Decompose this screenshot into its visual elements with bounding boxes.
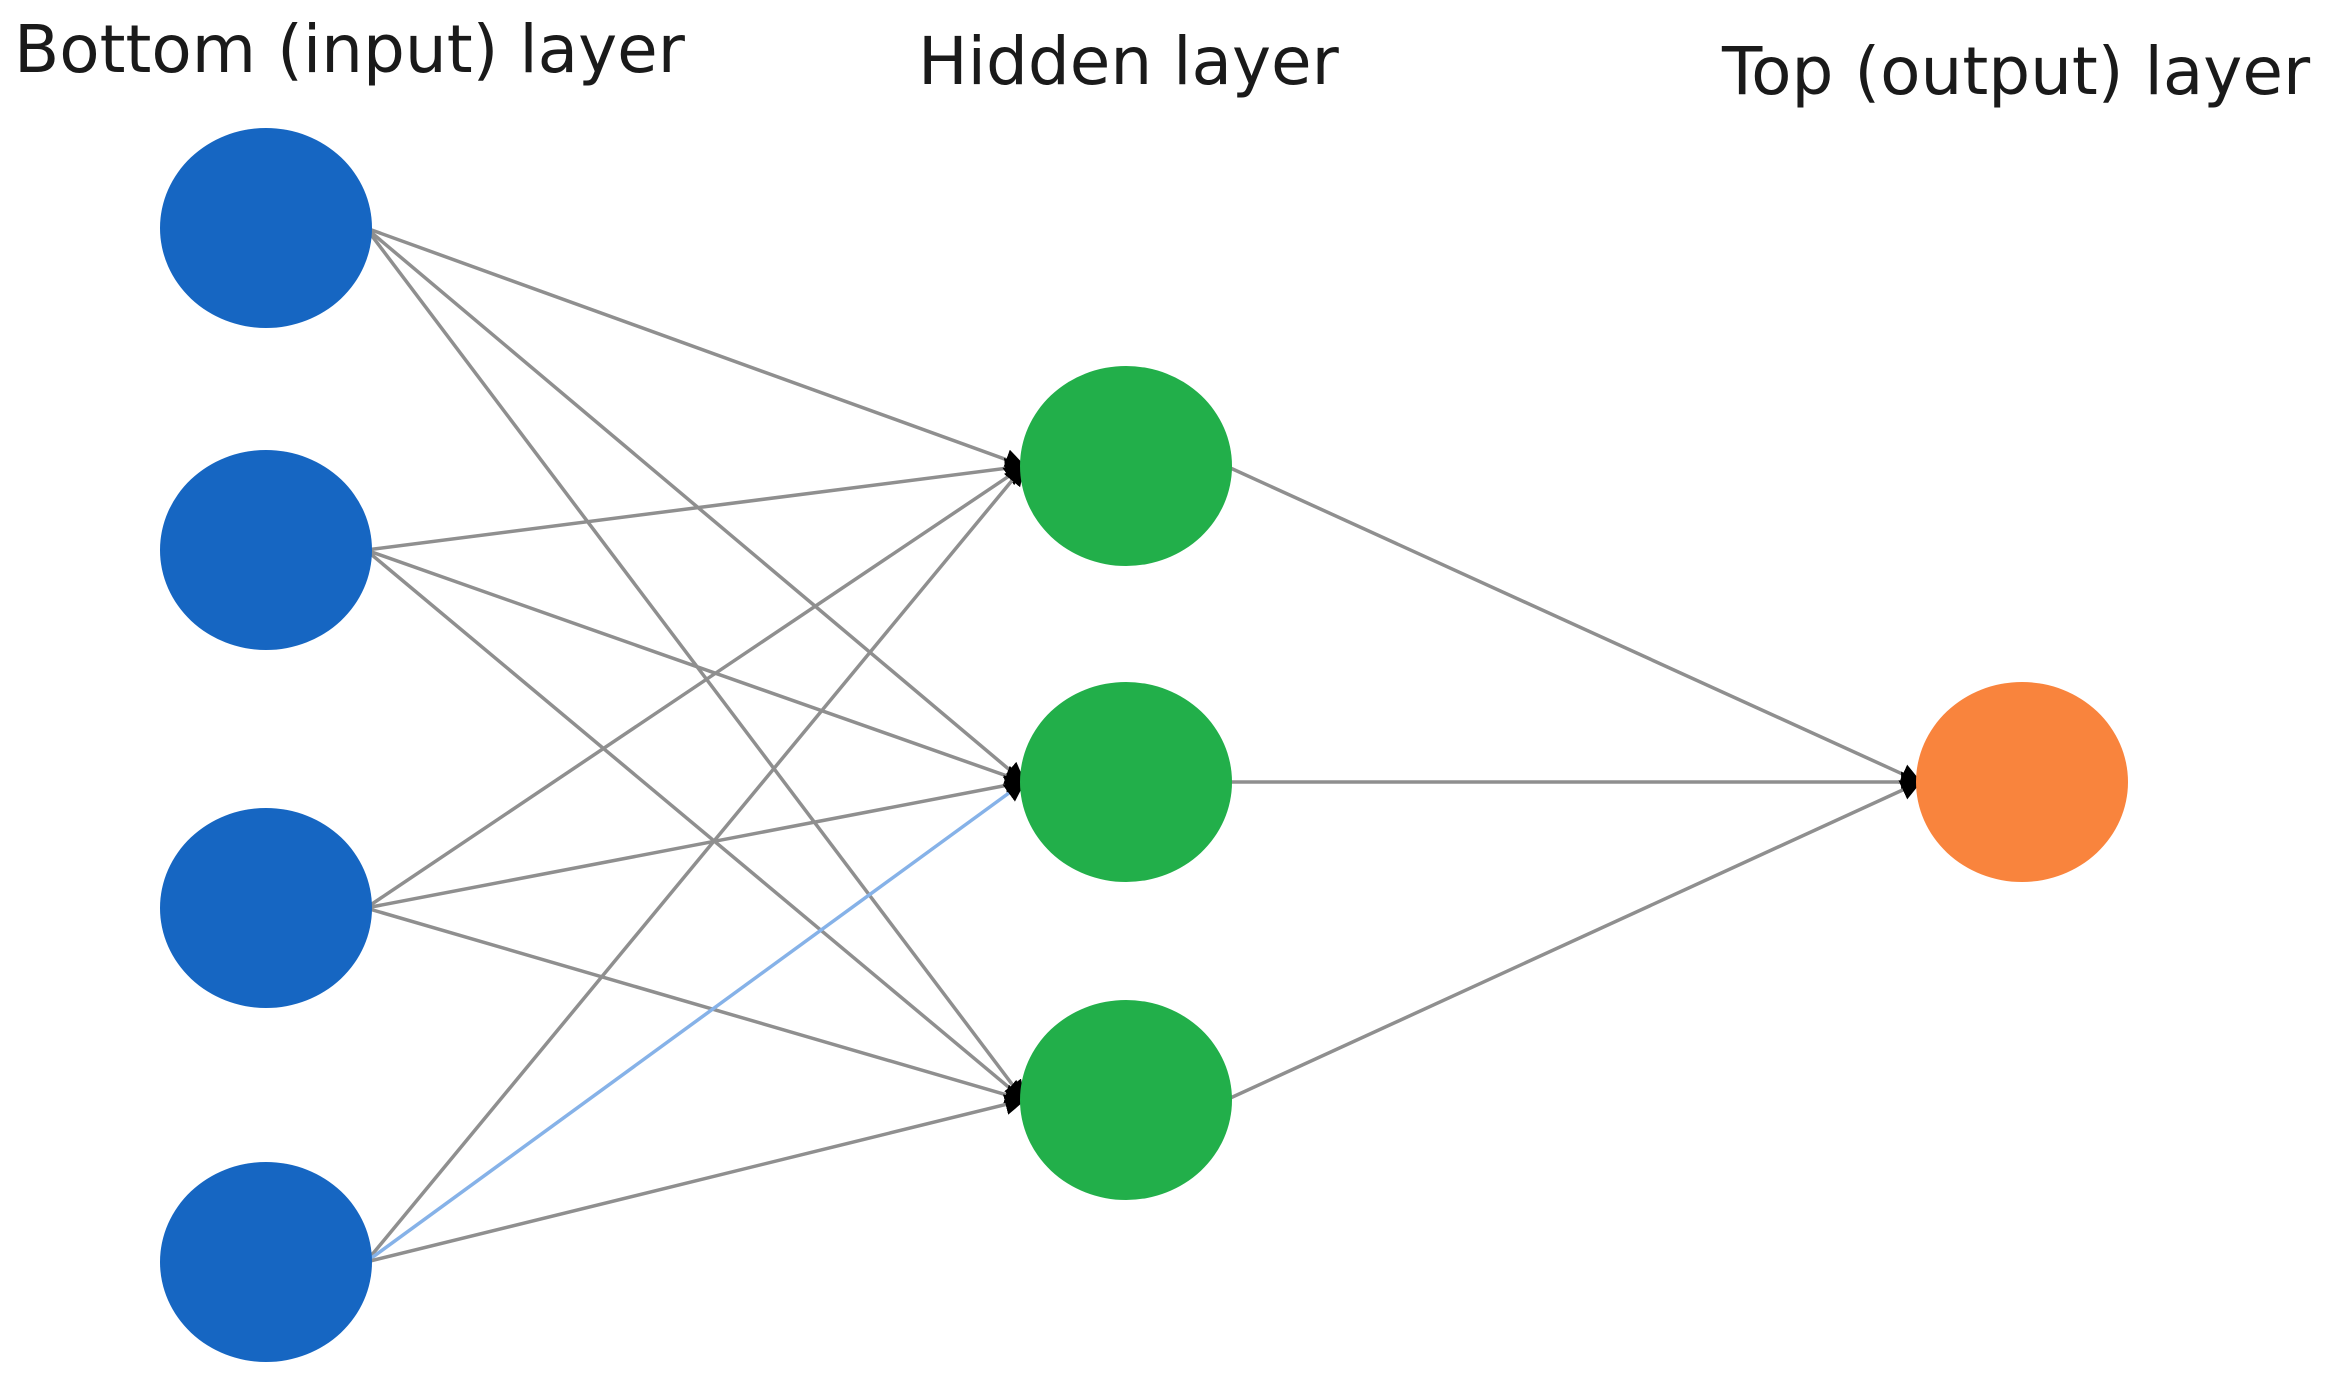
- hidden-layer-label: Hidden layer: [918, 23, 1340, 100]
- hidden-node-3: [1020, 1000, 1232, 1200]
- input-layer-label: Bottom (input) layer: [14, 11, 686, 88]
- edge-input-2-to-hidden-1: [365, 457, 1027, 552]
- edge-hidden-1-to-output-1: [1225, 464, 1922, 784]
- output-layer-label: Top (output) layer: [1721, 33, 2311, 110]
- hidden-node-1: [1020, 366, 1232, 566]
- edge-input-2-to-hidden-3: [364, 548, 1026, 1102]
- edge-input-3-to-hidden-1: [365, 464, 1026, 910]
- edge-input-4-to-hidden-1: [364, 464, 1026, 1264]
- edge-input-1-to-hidden-2: [364, 226, 1026, 784]
- edge-input-1-to-hidden-1: [365, 226, 1026, 470]
- output-node-1: [1916, 682, 2128, 882]
- edge-input-2-to-hidden-2: [365, 548, 1026, 786]
- edge-input-4-to-hidden-2: [364, 780, 1026, 1264]
- nodes: [160, 128, 2128, 1362]
- edge-hidden-3-to-output-1: [1225, 780, 1922, 1102]
- input-node-3: [160, 808, 372, 1008]
- hidden-node-2: [1020, 682, 1232, 882]
- connections: [364, 226, 1923, 1264]
- input-node-1: [160, 128, 372, 328]
- input-node-2: [160, 450, 372, 650]
- edge-input-3-to-hidden-2: [365, 775, 1027, 910]
- input-node-4: [160, 1162, 372, 1362]
- edge-input-4-to-hidden-3: [365, 1094, 1027, 1264]
- edge-input-3-to-hidden-3: [365, 906, 1027, 1105]
- edge-input-1-to-hidden-3: [364, 226, 1026, 1102]
